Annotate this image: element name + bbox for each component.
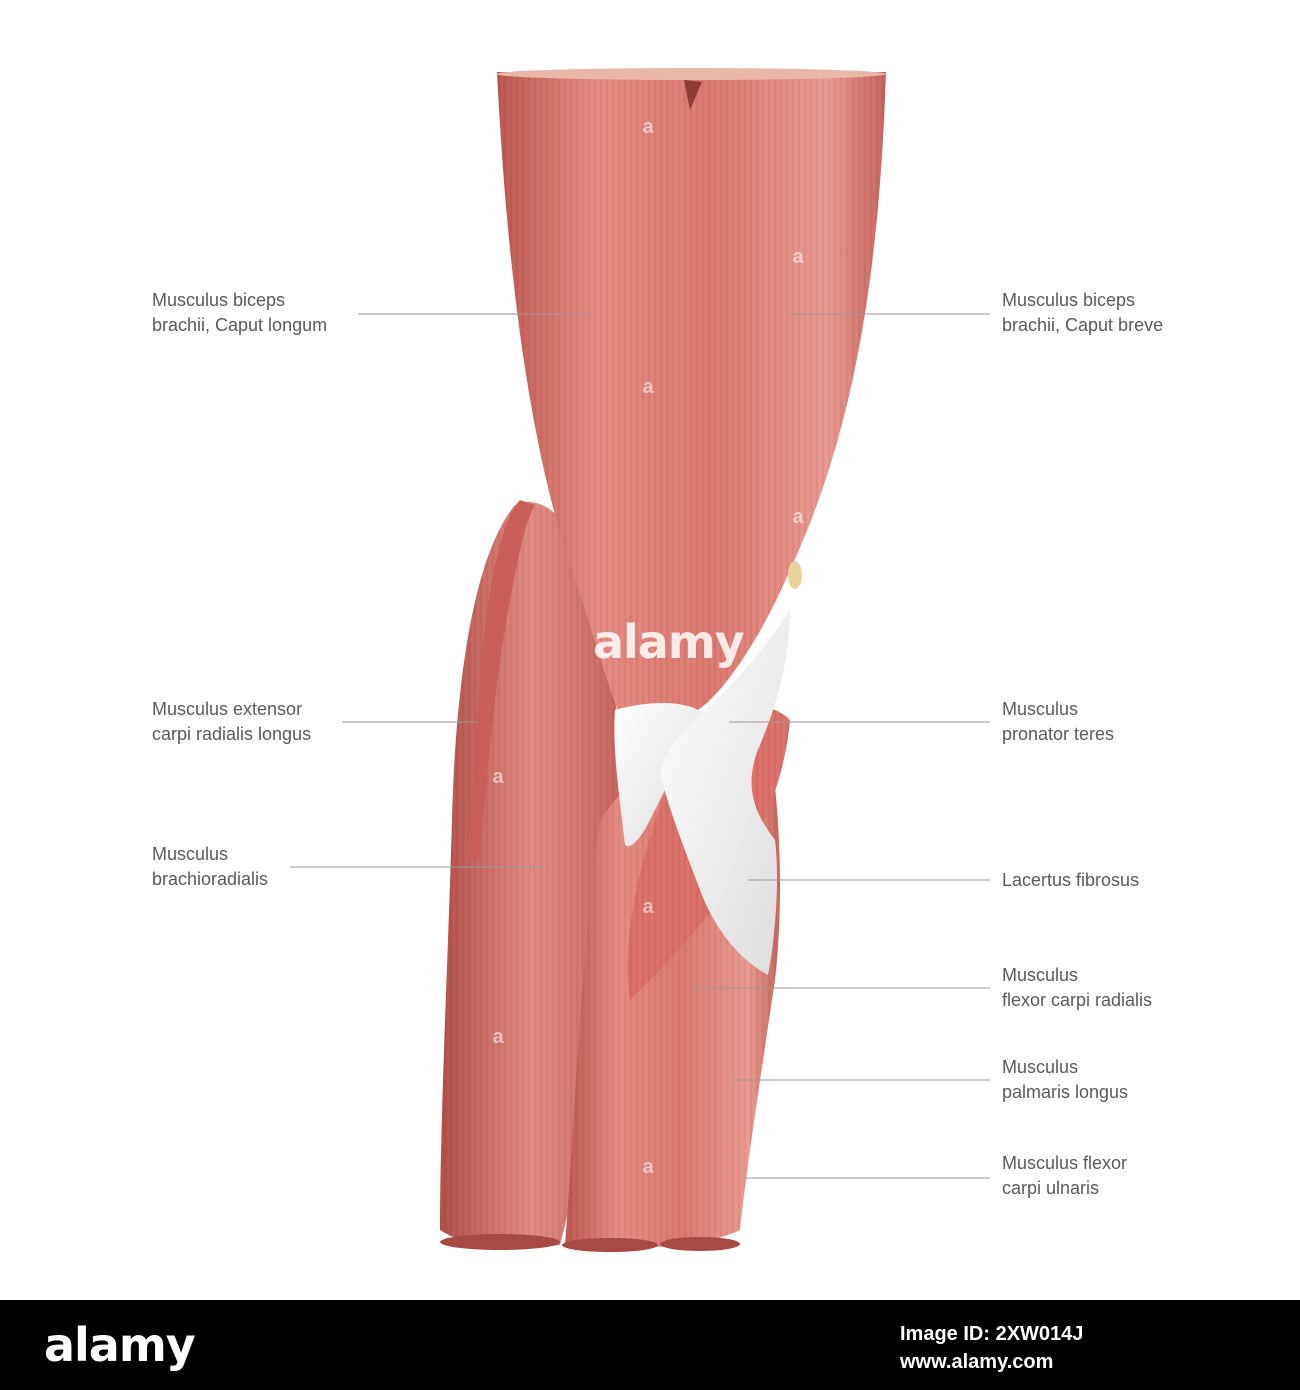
label-line: carpi radialis longus	[152, 724, 312, 744]
label-line: pronator teres	[1002, 724, 1115, 744]
label-line: Musculus extensor	[152, 699, 303, 719]
label-line: Musculus	[1002, 1057, 1079, 1077]
alamy-logo: alamy	[44, 1318, 196, 1372]
biceps-heads-groove	[684, 80, 702, 110]
label-biceps-long-head: Musculus biceps brachii, Caput longum	[152, 288, 327, 338]
watermark-glyph: a	[642, 1156, 654, 1178]
label-line: brachii, Caput longum	[152, 315, 328, 335]
label-lacertus-fibrosus: Lacertus fibrosus	[1002, 868, 1139, 893]
label-line: Musculus biceps	[152, 290, 286, 310]
label-line: Musculus	[1002, 965, 1079, 985]
label-line: brachii, Caput breve	[1002, 315, 1164, 335]
illustration-canvas: a a a a a a a a alamy Musculus biceps br…	[152, 68, 1164, 1252]
label-line: Musculus	[1002, 699, 1079, 719]
label-line: Musculus biceps	[1002, 290, 1136, 310]
watermark-glyph: a	[642, 376, 654, 398]
watermark-glyph: a	[642, 116, 654, 138]
leader-lines	[290, 313, 990, 1179]
label-brachioradialis: Musculus brachioradialis	[152, 842, 268, 892]
label-line: brachioradialis	[152, 869, 269, 889]
watermark-glyph: a	[492, 766, 504, 788]
stock-footer-bar: alamy Image ID: 2XW014J www.alamy.com	[0, 1300, 1300, 1390]
image-id-text: Image ID: 2XW014J	[900, 1323, 1084, 1345]
label-flexor-carpi-ulnaris: Musculus flexor carpi ulnaris	[1002, 1151, 1127, 1201]
medial-epicondyle-bone	[788, 561, 802, 589]
label-flexor-carpi-radialis: Musculus flexor carpi radialis	[1002, 963, 1152, 1013]
watermark-glyph: a	[792, 246, 804, 268]
label-extensor-carpi-radialis-longus: Musculus extensor carpi radialis longus	[152, 697, 311, 747]
watermark-glyph: a	[642, 896, 654, 918]
label-line: Musculus flexor	[1002, 1153, 1128, 1173]
label-line: Lacertus fibrosus	[1002, 870, 1140, 890]
lacertus-fibrosus-aponeurosis	[660, 610, 790, 975]
label-pronator-teres: Musculus pronator teres	[1002, 697, 1114, 747]
biceps-cut-surface	[496, 68, 886, 80]
forearm-muscle-illustration	[290, 68, 990, 1252]
label-line: flexor carpi radialis	[1002, 990, 1153, 1010]
watermark-logo: alamy	[593, 615, 745, 669]
label-biceps-short-head: Musculus biceps brachii, Caput breve	[1002, 288, 1163, 338]
site-url-text: www.alamy.com	[900, 1351, 1054, 1373]
label-palmaris-longus: Musculus palmaris longus	[1002, 1055, 1128, 1105]
extensor-carpi-radialis-longus-muscle	[468, 500, 535, 860]
label-line: carpi ulnaris	[1002, 1178, 1100, 1198]
watermark-glyph: a	[492, 1026, 504, 1048]
watermark-glyph: a	[792, 506, 804, 528]
label-line: Musculus	[152, 844, 229, 864]
label-line: palmaris longus	[1002, 1082, 1129, 1102]
